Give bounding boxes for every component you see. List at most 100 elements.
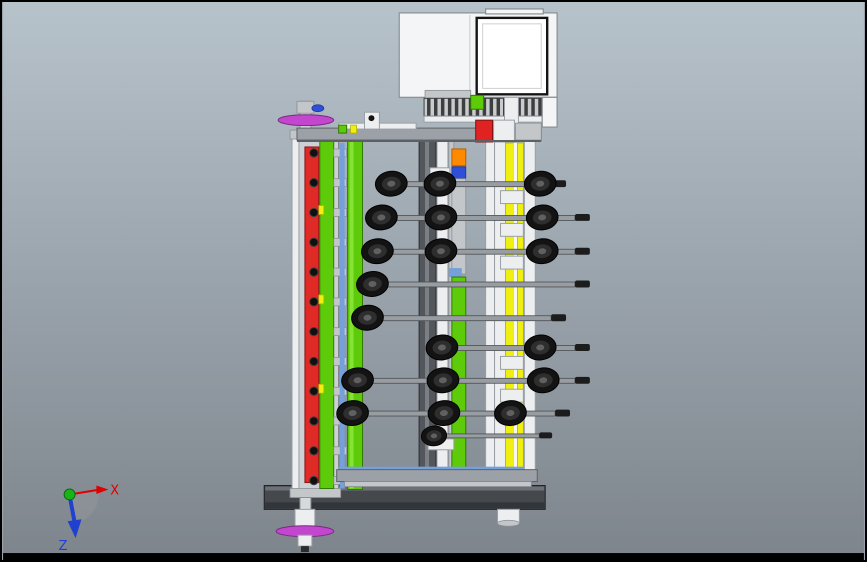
- shaft-top-knob: [311, 104, 325, 113]
- axle-tip: [551, 314, 567, 322]
- bolt: [309, 267, 319, 277]
- roller-rows[interactable]: [335, 170, 590, 447]
- red-carriage-block: [475, 119, 494, 143]
- bolt: [309, 207, 319, 218]
- roller-row[interactable]: [374, 170, 567, 198]
- left-column-frame[interactable]: [289, 129, 348, 498]
- top-purple-flange: [277, 114, 335, 127]
- axle-tip: [539, 432, 553, 439]
- roller-row[interactable]: [355, 270, 590, 298]
- roller-wheel[interactable]: [424, 237, 458, 265]
- right-column-stack[interactable]: [485, 128, 536, 482]
- center-gray-segment: [451, 178, 467, 275]
- yellow-bar-gap: [513, 142, 518, 478]
- bolt: [309, 178, 319, 188]
- roller-wheel[interactable]: [360, 237, 394, 265]
- rail-yellow-block: [350, 124, 357, 134]
- bolt: [309, 297, 319, 307]
- rail-shadow-line: [296, 140, 542, 142]
- axle-tip: [574, 247, 590, 255]
- roller-wheel[interactable]: [525, 237, 559, 265]
- roller-wheel[interactable]: [340, 366, 374, 394]
- roller-wheel[interactable]: [493, 399, 527, 427]
- motor-top-tab: [485, 8, 544, 15]
- axle-tip: [574, 213, 590, 221]
- axle-tip: [574, 376, 590, 384]
- roller-wheel[interactable]: [523, 334, 557, 362]
- roller-wheel[interactable]: [355, 270, 389, 298]
- bolt: [309, 326, 319, 337]
- red-strip: [304, 146, 320, 484]
- yellow-tick: [318, 205, 325, 215]
- triad-plane: [69, 489, 99, 523]
- rail-screw: [368, 115, 375, 122]
- bolt: [309, 356, 319, 367]
- axis-triad[interactable]: X Z: [59, 483, 120, 554]
- origin-sphere: [63, 488, 76, 501]
- column-edge: [291, 131, 300, 498]
- bolt: [309, 475, 319, 486]
- roller-wheel[interactable]: [350, 304, 384, 332]
- bolt: [309, 446, 319, 456]
- roller-wheel[interactable]: [420, 425, 448, 447]
- motor-assembly[interactable]: [398, 8, 558, 129]
- carriage-bracket: [500, 222, 524, 237]
- axle-tip: [574, 344, 590, 351]
- bolt: [309, 386, 319, 396]
- column-bottom-cap: [289, 488, 342, 498]
- roller-row[interactable]: [350, 304, 567, 332]
- axle-tip: [555, 409, 571, 417]
- rack-mount: [424, 89, 472, 99]
- base-plate[interactable]: [263, 475, 546, 527]
- bottom-shaft-tip: [300, 546, 309, 553]
- roller-wheel[interactable]: [374, 170, 408, 198]
- roller-wheel[interactable]: [424, 203, 458, 231]
- roller-axle: [356, 315, 552, 322]
- roller-wheel[interactable]: [526, 366, 560, 394]
- roller-row[interactable]: [420, 425, 553, 447]
- panel-inner-line: [482, 23, 542, 89]
- shaft-top-nut: [296, 100, 315, 114]
- motor-side-bracket: [541, 96, 558, 128]
- dark-bar-highlight: [425, 139, 430, 475]
- roller-wheel[interactable]: [335, 399, 369, 427]
- bottom-rail[interactable]: [336, 466, 538, 487]
- axle-tip: [574, 280, 590, 288]
- bottom-blue-strip: [338, 466, 524, 471]
- rail-white-block: [493, 119, 515, 143]
- bolt: [309, 237, 319, 247]
- roller-wheel[interactable]: [426, 366, 460, 394]
- top-rail[interactable]: [296, 111, 542, 143]
- yellow-tick: [318, 383, 325, 394]
- rail-green-block: [338, 124, 348, 134]
- carriage-bracket: [500, 255, 524, 270]
- roller-wheel[interactable]: [364, 203, 398, 231]
- roller-row[interactable]: [364, 203, 590, 231]
- rack-pinion-block: [470, 94, 485, 110]
- z-axis-arrowhead: [67, 519, 82, 539]
- roller-wheel[interactable]: [523, 170, 557, 198]
- bolt: [309, 148, 319, 158]
- bottom-frame-bar: [3, 553, 864, 560]
- blue-clamp: [448, 268, 462, 278]
- roller-row[interactable]: [360, 237, 590, 265]
- roller-row[interactable]: [340, 366, 590, 394]
- orange-slide-block: [451, 148, 467, 167]
- carriage-bracket: [500, 355, 524, 370]
- rail-gray-block: [515, 122, 542, 141]
- spindle-flanges[interactable]: [275, 114, 335, 553]
- roller-wheel[interactable]: [423, 170, 457, 198]
- green-strip: [319, 140, 335, 490]
- roller-row[interactable]: [425, 334, 590, 362]
- green-bar-highlight: [349, 140, 354, 489]
- carriage-bracket: [500, 190, 524, 205]
- roller-wheel[interactable]: [525, 203, 559, 231]
- blue-guide-line: [339, 142, 345, 489]
- base-foot-bottom: [497, 519, 520, 527]
- yellow-tick: [318, 294, 325, 305]
- roller-wheel[interactable]: [427, 399, 461, 427]
- roller-row[interactable]: [335, 399, 571, 427]
- roller-wheel[interactable]: [425, 334, 459, 362]
